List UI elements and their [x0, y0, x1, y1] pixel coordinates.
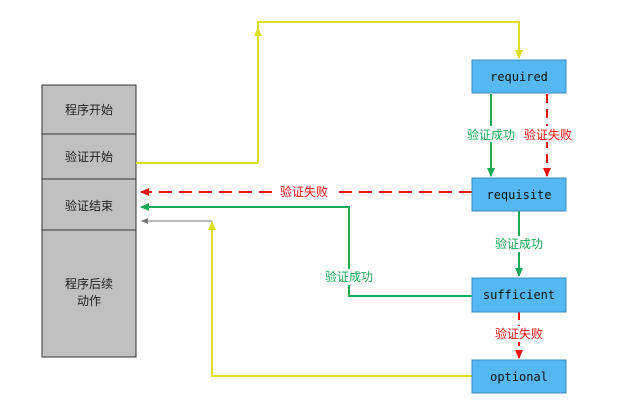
edge-label-requisite-success: 验证成功	[495, 236, 543, 251]
node-requisite: requisite	[471, 177, 567, 212]
stack-cell-program-start	[41, 84, 137, 135]
stack-label-program-followup-line1: 程序后续	[65, 276, 113, 291]
edge-label-bg-required-fail	[520, 126, 576, 142]
edge-label-bg-sufficient-success	[321, 269, 377, 285]
stack-cell-auth-start	[41, 133, 137, 180]
stack-label-auth-end: 验证结束	[65, 198, 113, 213]
node-box-requisite	[471, 177, 567, 212]
edge-label-bg-requisite-success	[491, 236, 547, 252]
edge-label-bg-sufficient-fail	[491, 326, 547, 342]
stack-label-program-start: 程序开始	[65, 102, 113, 117]
stack-label-program-followup-line2: 动作	[77, 294, 101, 308]
stack-cell-program-followup	[41, 229, 137, 358]
edge-label-bg-required-success	[463, 126, 519, 142]
node-box-sufficient	[471, 277, 567, 313]
node-box-required	[471, 59, 567, 94]
edge-sufficient-success	[140, 203, 472, 297]
edge-label-required-success: 验证成功	[467, 127, 515, 142]
edge-label-bg-requisite-fail	[276, 184, 332, 200]
stack-cell-auth-end	[41, 178, 137, 231]
node-label-sufficient: sufficient	[483, 288, 555, 302]
node-label-required: required	[490, 70, 548, 84]
edge-label-required-fail: 验证失败	[524, 127, 572, 142]
flow-line-to-required	[136, 21, 523, 164]
edge-label-requisite-fail: 验证失败	[280, 184, 328, 199]
stack-label-auth-start: 验证开始	[65, 149, 113, 164]
flow-line-optional-return	[208, 221, 472, 377]
node-required: required	[471, 59, 567, 94]
edge-label-sufficient-success: 验证成功	[325, 269, 373, 284]
node-label-requisite: requisite	[486, 188, 551, 202]
node-optional: optional	[471, 359, 567, 394]
node-label-optional: optional	[490, 370, 548, 384]
edge-label-sufficient-fail: 验证失败	[495, 326, 543, 341]
node-sufficient: sufficient	[471, 277, 567, 313]
program-stack: 程序开始 验证开始 验证结束 程序后续 动作	[41, 84, 137, 358]
node-box-optional	[471, 359, 567, 394]
